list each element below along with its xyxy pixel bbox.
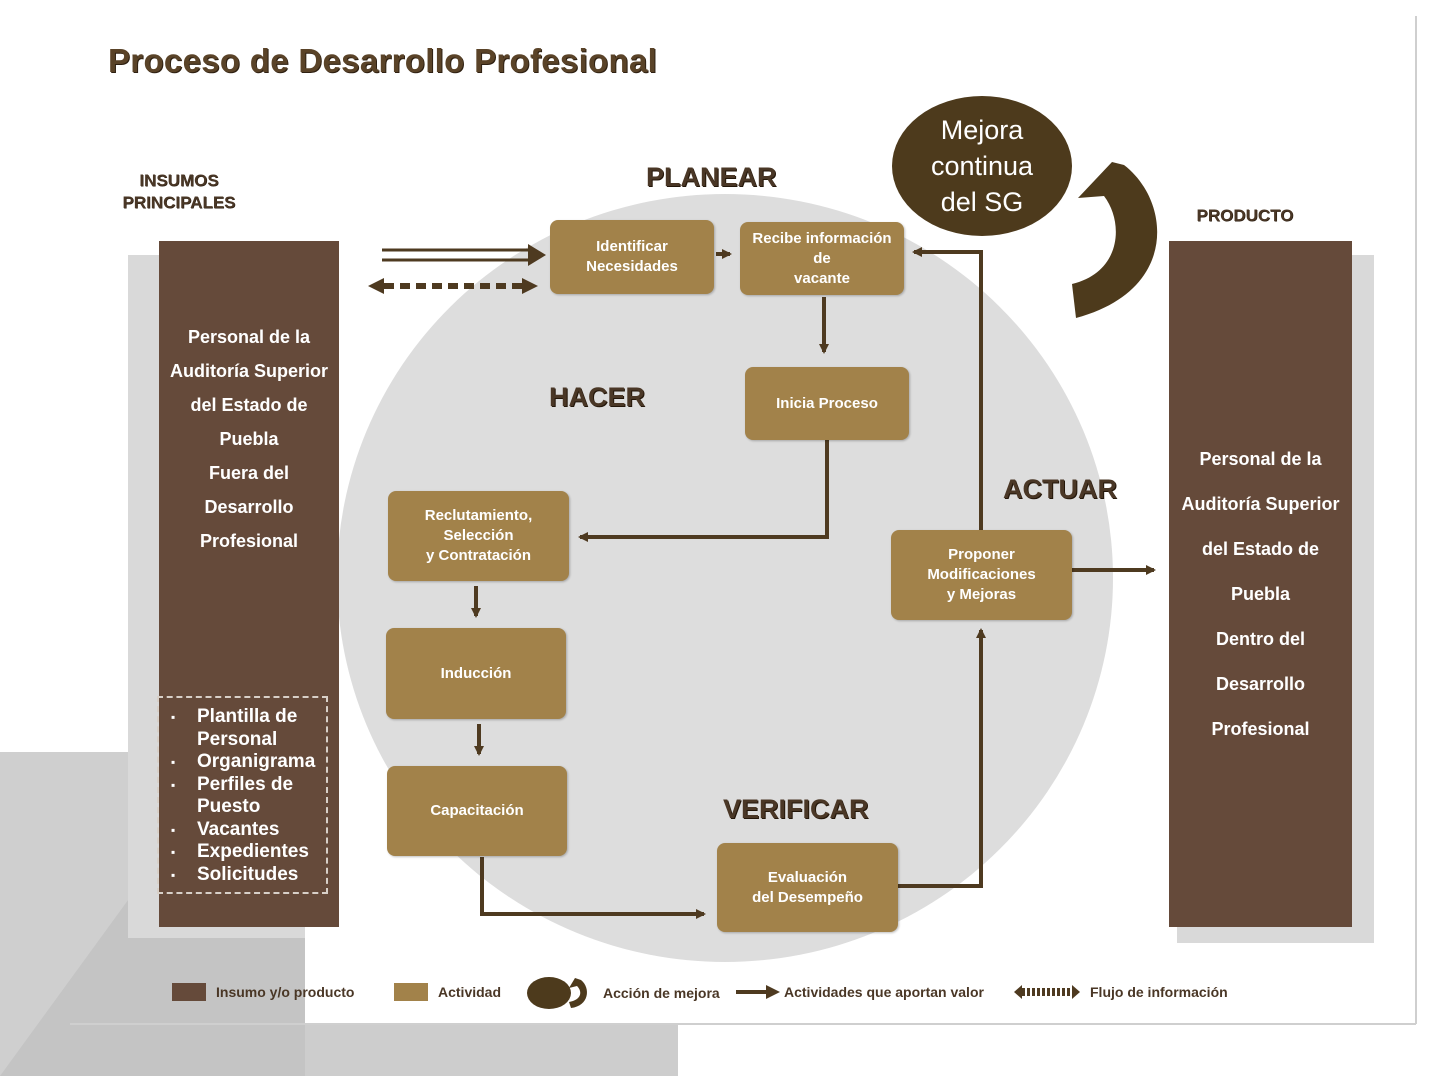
- inputs-header: INSUMOS PRINCIPALES: [122, 171, 236, 212]
- improvement-curved-arrow: [1072, 162, 1158, 318]
- legend-label-insumo: Insumo y/o producto: [216, 984, 355, 1000]
- inputs-list: Plantilla de Personal Organigrama Perfil…: [159, 698, 326, 886]
- activity-proponer-mejoras: Proponer Modificaciones y Mejoras: [891, 530, 1072, 620]
- input-value-arrowhead: [528, 244, 546, 266]
- info-flow-arrowhead-left: [368, 278, 384, 294]
- legend-info-flow-icon: [1014, 985, 1080, 999]
- input-item: Organigrama: [171, 751, 326, 774]
- legend-label-actividad: Actividad: [438, 984, 502, 1000]
- legend-label-accion: Acción de mejora: [603, 985, 720, 1001]
- input-item: Vacantes: [171, 819, 326, 842]
- activity-recibe-informacion: Recibe información de vacante: [740, 222, 904, 295]
- product-column: Personal de la Auditoría Superior del Es…: [1169, 241, 1352, 927]
- phase-verificar: VERIFICAR: [723, 794, 869, 824]
- arrow-capacitacion-evaluacion: [480, 857, 706, 919]
- input-item: Solicitudes: [171, 864, 326, 887]
- legend-accion: Acción de mejora: [527, 972, 720, 1014]
- mejora-continua-circle: Mejora continua del SG: [892, 96, 1072, 236]
- bg-gray-strip: [305, 1024, 678, 1076]
- activity-induccion: Inducción: [386, 628, 566, 719]
- activity-reclutamiento: Reclutamiento, Selección y Contratación: [388, 491, 569, 581]
- info-flow-arrowhead-right: [522, 278, 538, 294]
- input-column-text: Personal de la Auditoría Superior del Es…: [169, 327, 328, 551]
- legend-flujo: Flujo de información: [1014, 980, 1228, 1004]
- input-item: Expedientes: [171, 841, 326, 864]
- legend-swatch-actividad: [394, 983, 428, 1001]
- arrow-evaluacion-proponer: [898, 628, 986, 888]
- legend-insumo: Insumo y/o producto: [172, 980, 354, 1004]
- legend-valor: Actividades que aportan valor: [736, 980, 984, 1004]
- legend-swatch-insumo: [172, 983, 206, 1001]
- activity-evaluacion-desempeno: Evaluación del Desempeño: [717, 843, 898, 932]
- legend-label-flujo: Flujo de información: [1090, 984, 1228, 1000]
- legend-mejora-icon: [527, 977, 587, 1009]
- inputs-list-box: Plantilla de Personal Organigrama Perfil…: [157, 696, 328, 894]
- phase-hacer: HACER: [549, 382, 646, 412]
- legend-label-valor: Actividades que aportan valor: [784, 984, 984, 1000]
- activity-capacitacion: Capacitación: [387, 766, 567, 856]
- product-header: PRODUCTO: [1196, 206, 1294, 225]
- product-column-text: Personal de la Auditoría Superior del Es…: [1181, 449, 1340, 739]
- input-column: Personal de la Auditoría Superior del Es…: [157, 241, 339, 927]
- phase-planear: PLANEAR: [646, 162, 777, 192]
- input-item: Plantilla de Personal: [171, 706, 326, 751]
- arrow-inicia-reclutamiento: [578, 440, 829, 542]
- legend-actividad: Actividad: [394, 980, 501, 1004]
- legend-value-arrow-icon: [736, 985, 780, 999]
- input-item: Perfiles de Puesto: [171, 774, 326, 819]
- page-title: Proceso de Desarrollo Profesional: [108, 42, 658, 79]
- phase-actuar: ACTUAR: [1003, 474, 1117, 504]
- arrow-proponer-recibe: [912, 247, 983, 530]
- activity-identificar-necesidades: Identificar Necesidades: [550, 220, 714, 294]
- activity-inicia-proceso: Inicia Proceso: [745, 367, 909, 440]
